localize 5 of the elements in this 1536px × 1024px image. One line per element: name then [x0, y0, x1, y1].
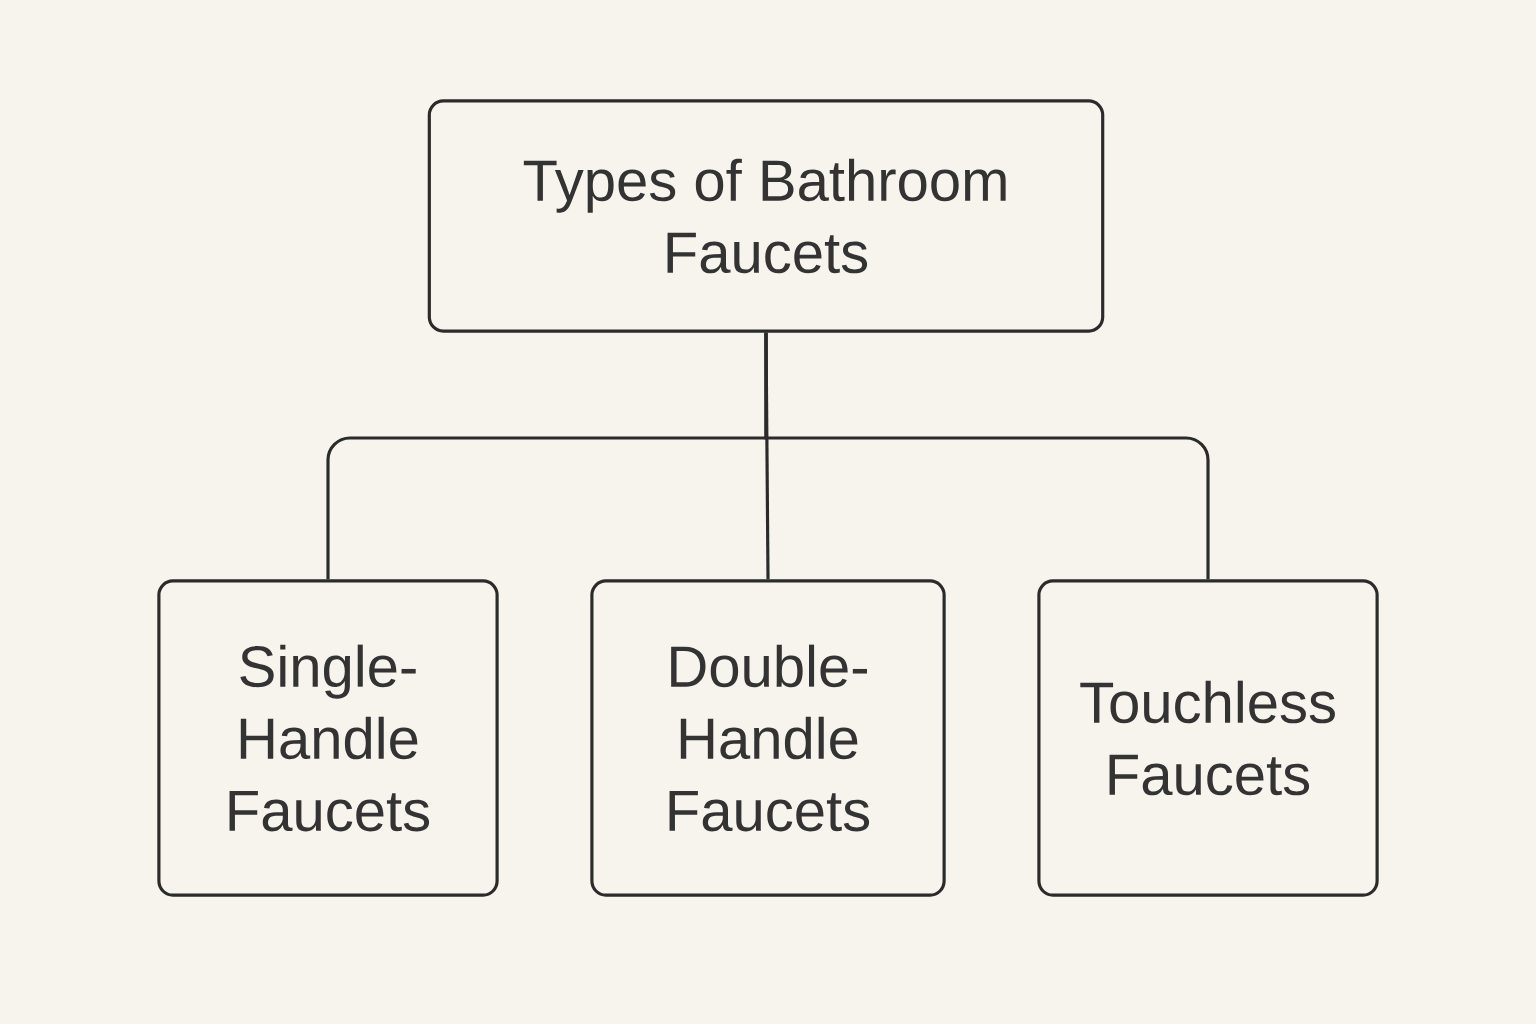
type-box: Double-Handle Faucets: [590, 579, 946, 897]
category-box: Types of Bathroom Faucets: [427, 99, 1105, 333]
type-box: Single-Handle Faucets: [157, 579, 499, 897]
connector-line: [764, 332, 1210, 580]
type-box: Touchless Faucets: [1037, 579, 1379, 897]
